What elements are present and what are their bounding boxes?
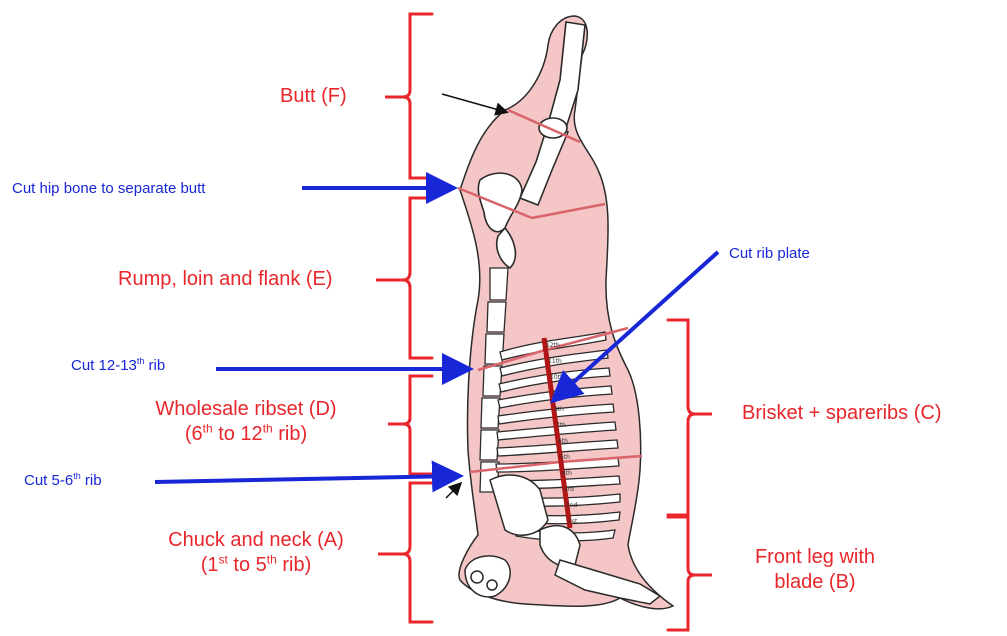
rib-number-label: 7th — [556, 422, 566, 429]
label-wholesale-ribset-line1: Wholesale ribset (D) — [110, 397, 382, 422]
label-wholesale-ribset: Wholesale ribset (D) (6th to 12th rib) — [110, 397, 382, 447]
brace-ribset — [388, 376, 432, 474]
rib-number-label: 3rd — [564, 486, 574, 493]
rib-number-label: 1st — [568, 518, 578, 525]
label-cut-hip-bone: Cut hip bone to separate butt — [12, 180, 205, 198]
pointer-butt — [442, 94, 506, 112]
rib-number-label: 2nd — [566, 502, 578, 509]
rib-number-label: 8th — [554, 406, 564, 413]
brace-rump — [376, 198, 432, 358]
label-butt: Butt (F) — [280, 84, 347, 109]
rib-number-label: 4th — [562, 470, 572, 477]
label-wholesale-ribset-line2: (6th to 12th rib) — [110, 422, 382, 447]
rib-number-label: 11th — [548, 358, 562, 365]
label-chuck-neck: Chuck and neck (A) (1st to 5th rib) — [130, 528, 382, 578]
rib-number-label: 5th — [560, 454, 570, 461]
label-front-leg-blade: Front leg with blade (B) — [730, 545, 900, 595]
label-front-leg-line2: blade (B) — [730, 570, 900, 595]
pointer-chuck — [446, 484, 460, 498]
label-front-leg-line1: Front leg with — [730, 545, 900, 570]
label-chuck-neck-line1: Chuck and neck (A) — [130, 528, 382, 553]
label-chuck-neck-line2: (1st to 5th rib) — [130, 553, 382, 578]
brace-brisket — [668, 320, 712, 515]
rib-number-label: 12th — [546, 342, 560, 349]
label-cut-rib-plate: Cut rib plate — [729, 245, 810, 263]
rib-number-label: 6th — [558, 438, 568, 445]
label-brisket-spareribs: Brisket + spareribs (C) — [742, 401, 942, 426]
brace-frontleg — [668, 517, 712, 630]
label-rump-loin-flank: Rump, loin and flank (E) — [118, 267, 333, 292]
label-cut-12-13-rib: Cut 12-13th rib — [71, 357, 165, 375]
arrow-5-6-rib-cut — [155, 476, 456, 482]
label-cut-5-6-rib: Cut 5-6th rib — [24, 472, 102, 490]
brace-butt — [385, 14, 432, 178]
rib-number-label: 10th — [550, 374, 564, 381]
brace-chuck — [378, 483, 432, 622]
